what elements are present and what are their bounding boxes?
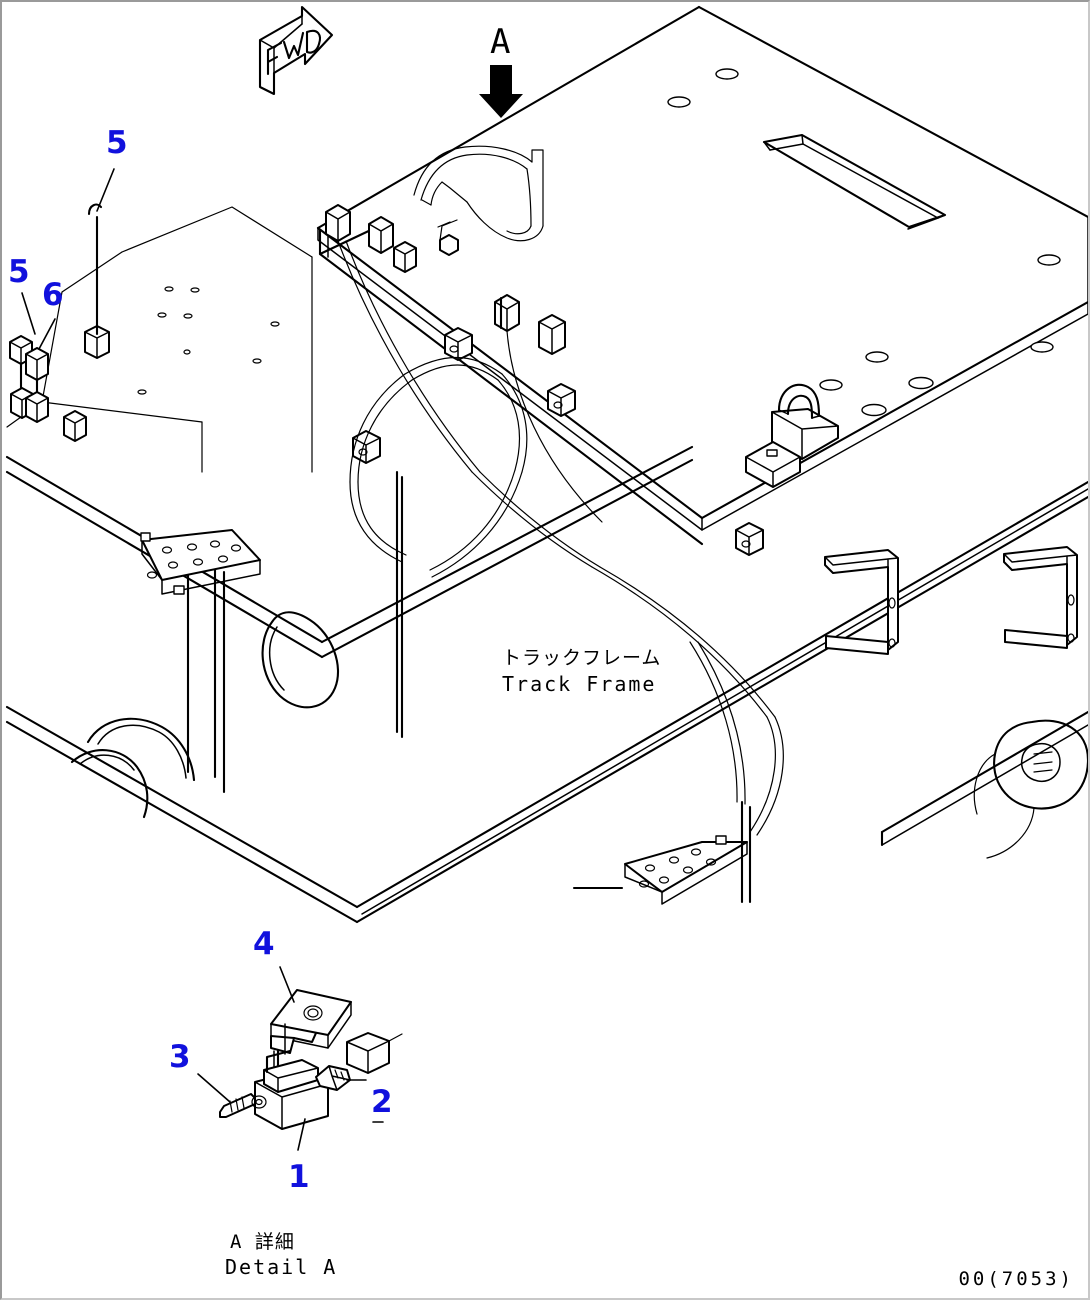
detail-a-assembly (197, 966, 403, 1151)
detail-screw-3 (219, 1093, 267, 1118)
track-frame-top-deck (316, 5, 1088, 531)
deck-slot-recess (762, 133, 947, 230)
detail-a-label-jp: A 詳細 (230, 1231, 295, 1253)
detail-bracket-4 (270, 989, 352, 1055)
rail-clamp-i (735, 522, 764, 556)
rail-clamp-g (547, 383, 576, 417)
rail-clamp-d (494, 294, 520, 332)
detail-cube-part (346, 1032, 403, 1074)
detail-switch-body-1 (254, 1049, 329, 1130)
rail-clamp-a (325, 204, 351, 242)
track-frame-label-en: Track Frame (502, 672, 657, 696)
detail-a-label-en: Detail A (225, 1255, 338, 1279)
rail-clamp-b (368, 216, 394, 254)
rail-clamp-h (352, 430, 381, 464)
callout-number-5-0: 5 (106, 125, 128, 161)
callout-number-3-4: 3 (169, 1039, 191, 1075)
callout-number-1-6: 1 (288, 1159, 310, 1195)
small-deck-bracket (745, 441, 801, 488)
track-frame-label-jp: トラックフレーム (502, 647, 662, 669)
rail-clamp-c (393, 241, 417, 273)
access-hole-oval (261, 611, 340, 709)
upper-left-subplate (6, 203, 313, 473)
callout-leaders-main (21, 168, 115, 350)
clamp-part-extra (63, 410, 87, 442)
fwd-arrow-icon (258, 5, 334, 96)
callout-leaders-detail (197, 966, 384, 1151)
callout-number-5-1: 5 (8, 254, 30, 290)
bolted-plate-left (140, 529, 261, 595)
frame-top-rail (318, 204, 764, 556)
callout-number-2-5: 2 (371, 1084, 393, 1120)
rail-clamp-e (538, 314, 566, 355)
step-bracket-rear (1003, 546, 1078, 649)
clamp-part-5a (84, 203, 110, 359)
callout-number-6-2: 6 (42, 277, 64, 313)
step-bracket-front (824, 549, 899, 655)
callout-number-4-3: 4 (253, 926, 275, 962)
idler-wheel-hub (973, 719, 1088, 859)
track-frame-body (5, 445, 1088, 924)
lifting-eye-bracket (771, 383, 839, 460)
section-a-arrow-icon (479, 65, 523, 118)
clamp-part-6 (25, 347, 49, 423)
bolted-plate-right (624, 835, 748, 905)
detail-connector-2 (315, 1065, 351, 1091)
rail-clamp-f (444, 327, 473, 361)
drawing-number: 00(7053) (958, 1268, 1074, 1290)
section-marker-a: A (490, 22, 511, 62)
